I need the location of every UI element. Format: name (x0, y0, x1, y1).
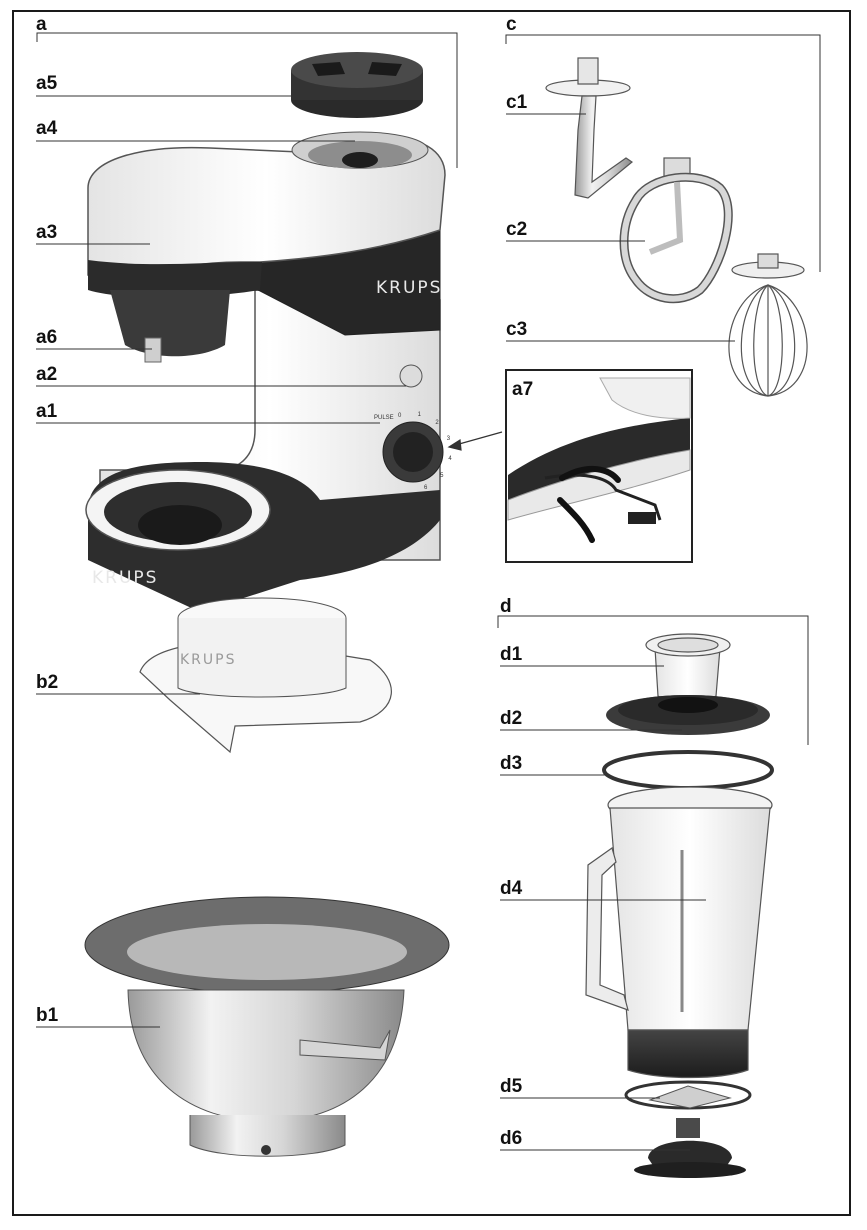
label-a5: a5 (36, 73, 58, 94)
label-b1: b1 (36, 1005, 59, 1026)
label-d1: d1 (500, 644, 523, 665)
label-a1: a1 (36, 401, 58, 422)
lid-seal-ring (602, 750, 774, 790)
dial-tick-5: 5 (440, 473, 444, 480)
label-d5: d5 (500, 1076, 523, 1097)
lid-cap (291, 52, 423, 118)
mixing-bowl (84, 896, 450, 1157)
label-a4: a4 (36, 118, 58, 139)
flat-beater (619, 157, 733, 304)
brand-logo-guard: KRUPS (180, 652, 237, 668)
label-d6: d6 (500, 1128, 523, 1149)
dial-tick-3: 3 (446, 436, 451, 442)
label-a7: a7 (512, 379, 534, 400)
mixer-body (85, 131, 446, 612)
splash-guard (139, 597, 392, 754)
label-a: a (36, 14, 47, 35)
dial-tick-2: 2 (435, 419, 439, 426)
inset-pointer-arrow (447, 431, 503, 451)
label-c1: c1 (506, 92, 528, 113)
dough-hook (545, 57, 634, 199)
whisk (728, 253, 808, 397)
brand-logo-head: KRUPS (376, 278, 443, 298)
label-c: c (506, 14, 517, 35)
label-c3: c3 (506, 319, 528, 340)
label-d3: d3 (500, 753, 523, 774)
label-a3: a3 (36, 222, 58, 243)
label-d: d (500, 596, 512, 617)
label-a6: a6 (36, 327, 58, 348)
dial-tick-6: 6 (423, 484, 428, 491)
blender-measuring-cap (645, 633, 731, 703)
dial-tick-0: 0 (398, 413, 402, 420)
group-c-bracket (505, 34, 821, 272)
blade-assembly (634, 1118, 746, 1178)
group-d-bracket (497, 615, 809, 745)
blade-seal-ring (624, 1080, 752, 1110)
leader-lines (36, 95, 735, 1151)
cord-storage-inset (505, 369, 693, 563)
label-c2: c2 (506, 219, 528, 240)
label-b2: b2 (36, 672, 59, 693)
group-a-bracket (36, 32, 458, 168)
label-d2: d2 (500, 708, 523, 729)
brand-logo-base: KRUPS (92, 568, 159, 588)
label-a2: a2 (36, 364, 58, 385)
blender-jug (585, 786, 773, 1079)
figure-frame (12, 10, 851, 1216)
blender-lid (606, 695, 770, 735)
dial-tick-1: 1 (417, 411, 421, 418)
label-d4: d4 (500, 878, 523, 899)
dial-tick-4: 4 (448, 455, 452, 462)
dial-pulse-label: PULSE (374, 415, 394, 421)
